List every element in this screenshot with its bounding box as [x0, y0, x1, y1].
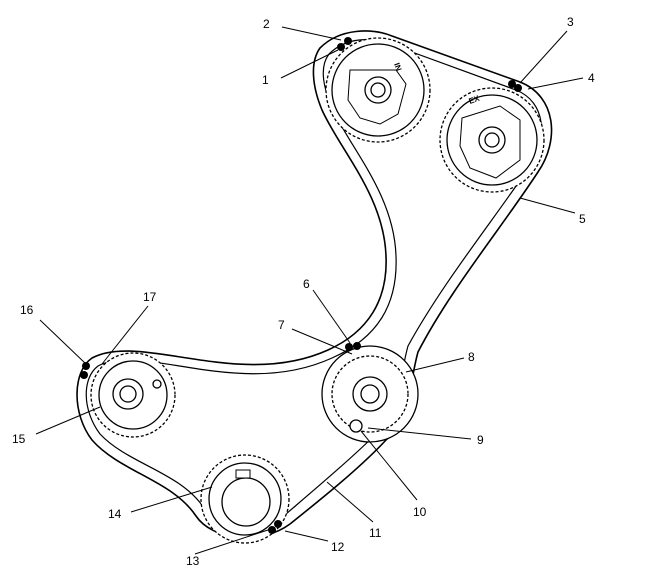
intake-mark-text: IN [392, 62, 403, 73]
intake-camshaft-sprocket: IN [325, 37, 431, 143]
exhaust-camshaft-sprocket: EX [439, 87, 545, 193]
callout-11: 11 [369, 526, 382, 540]
callout-2: 2 [263, 17, 270, 31]
colored-links [80, 37, 522, 534]
crankshaft-sprocket [200, 454, 290, 544]
callout-4: 4 [588, 71, 595, 85]
callout-7: 7 [278, 318, 285, 332]
callout-9: 9 [477, 433, 484, 447]
idler-sprocket-right [321, 345, 419, 443]
callout-14: 14 [108, 507, 122, 521]
callout-16: 16 [20, 303, 34, 317]
callout-12: 12 [331, 540, 345, 554]
leader-lines [35, 26, 584, 555]
callout-10: 10 [413, 505, 427, 519]
callout-13: 13 [186, 554, 200, 567]
callout-17: 17 [143, 290, 157, 304]
callout-6: 6 [303, 277, 310, 291]
exhaust-mark-text: EX [468, 94, 482, 106]
callout-1: 1 [262, 73, 269, 87]
callout-8: 8 [468, 350, 475, 364]
balance-shaft-sprocket-left [90, 352, 176, 438]
callout-15: 15 [12, 432, 26, 446]
callout-5: 5 [579, 212, 586, 226]
callout-3: 3 [567, 15, 574, 29]
callout-labels: 1 2 3 4 5 6 7 8 9 10 11 12 13 14 15 16 1… [12, 15, 595, 567]
